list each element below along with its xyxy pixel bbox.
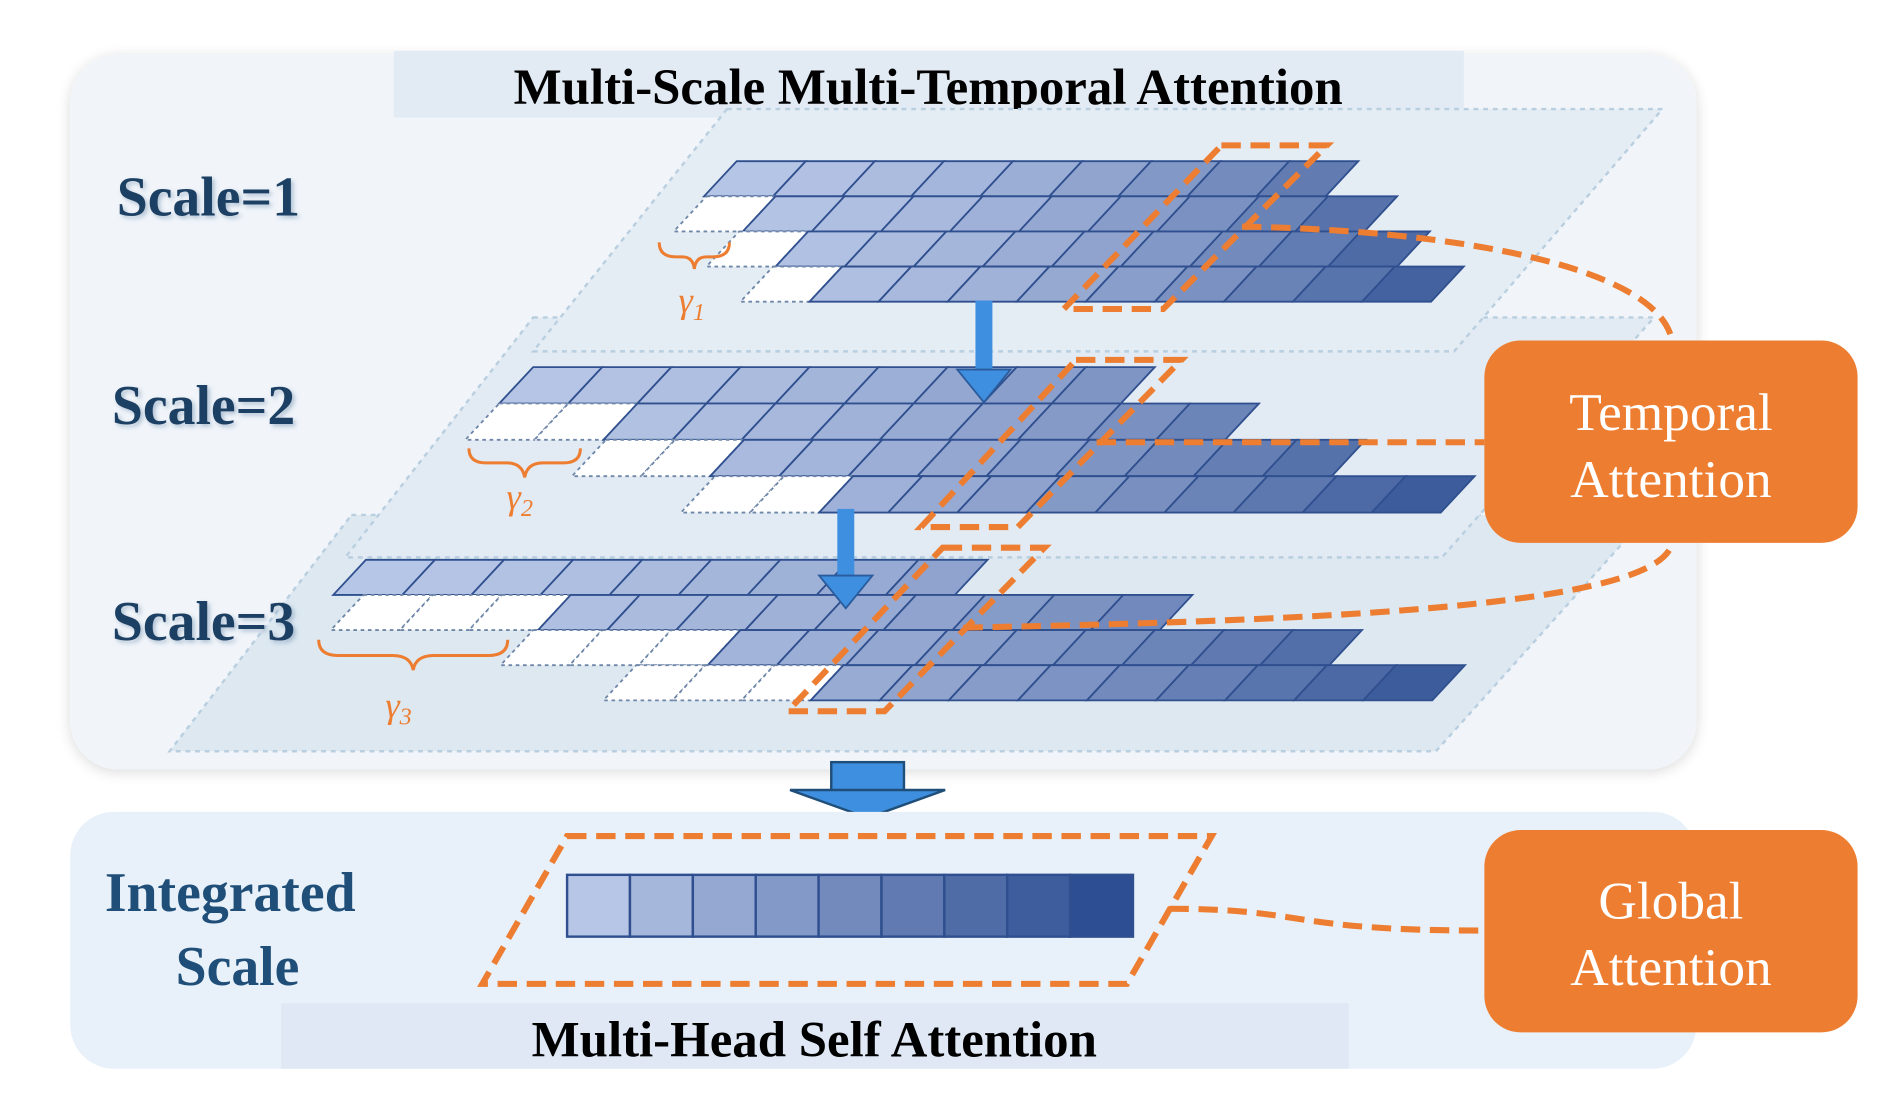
arrow-down-icon <box>789 760 946 820</box>
integrated-label-line2: Scale <box>176 936 300 998</box>
integrated-cell <box>880 873 946 938</box>
sequence-cell <box>1359 265 1466 303</box>
global-attention-box <box>1484 830 1858 1033</box>
integrated-sequence <box>565 873 1135 938</box>
integrated-cell <box>628 873 695 938</box>
title-band <box>393 50 1464 118</box>
global-attention-line1: Global <box>1598 870 1743 930</box>
gamma-1-brace <box>657 242 731 270</box>
temporal-selection-scale-2 <box>913 356 1189 531</box>
integrated-cell <box>691 873 757 938</box>
arrow-down-icon <box>955 300 1013 404</box>
scale-2-label: Scale=2 <box>112 375 295 437</box>
gamma-3-label: γ3 <box>385 685 411 730</box>
scale-grids <box>328 160 1477 702</box>
global-selection <box>477 833 1217 987</box>
bottom-title: Multi-Head Self Attention <box>532 1013 1097 1069</box>
integrated-cell <box>817 873 883 938</box>
main-title: Multi-Scale Multi-Temporal Attention <box>514 60 1343 116</box>
gamma-2-label: γ2 <box>507 477 533 522</box>
scale-3-label: Scale=3 <box>112 591 295 653</box>
integrated-cell <box>565 873 632 938</box>
connector-scale-1 <box>1241 223 1676 343</box>
temporal-attention-line2: Attention <box>1570 449 1771 509</box>
sequence-cell <box>1361 664 1468 702</box>
connector-global <box>1169 905 1485 934</box>
connector-scale-3 <box>963 541 1676 631</box>
integrated-cell <box>943 873 1009 938</box>
integrated-label-line1: Integrated <box>105 862 356 924</box>
integrated-cell <box>1006 873 1072 938</box>
integrated-cell <box>1068 873 1135 938</box>
global-attention-line2: Attention <box>1570 937 1771 997</box>
gamma-3-brace <box>317 639 510 671</box>
temporal-selection-scale-3 <box>780 544 1052 715</box>
scale-1-label: Scale=1 <box>117 167 300 229</box>
temporal-attention-box <box>1484 340 1858 543</box>
temporal-selection-scale-1 <box>1056 142 1335 313</box>
bottom-title-band <box>281 1003 1349 1069</box>
integrated-cell <box>754 873 820 938</box>
sequence-cell <box>1369 475 1477 514</box>
gamma-1-label: γ1 <box>679 281 705 326</box>
gamma-2-brace <box>467 448 582 478</box>
arrow-down-icon <box>817 508 875 610</box>
padding-cell <box>678 475 787 514</box>
temporal-attention-line1: Temporal <box>1569 382 1772 442</box>
